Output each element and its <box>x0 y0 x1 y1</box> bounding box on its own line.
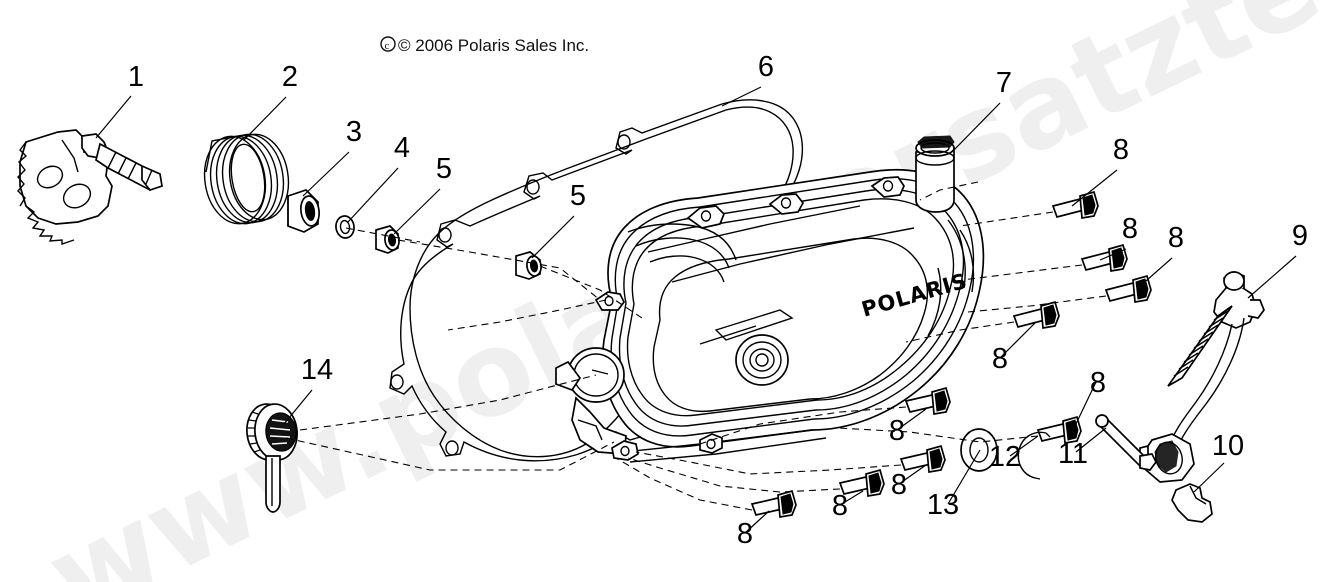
callout-8h: 8 <box>832 490 848 522</box>
copyright-notice: c © 2006 Polaris Sales Inc. <box>380 36 589 55</box>
callout-12: 12 <box>989 441 1021 473</box>
assembly-guidelines <box>285 181 1107 511</box>
part-7-breather-tube <box>915 135 955 213</box>
callout-8c: 8 <box>1168 222 1184 254</box>
part-11-pivot-pin <box>1095 414 1157 471</box>
clutch-cover-body: POLARIS <box>555 169 985 463</box>
bolt <box>838 468 885 497</box>
bolt <box>1104 274 1152 303</box>
callout-10: 10 <box>1212 430 1244 462</box>
callout-layer: 1 2 3 4 5 5 6 7 8 8 8 8 8 8 8 8 8 9 10 1… <box>95 51 1308 550</box>
bolt <box>899 444 946 473</box>
part-1-kickstarter-shaft <box>17 129 163 245</box>
bolt <box>904 386 951 415</box>
callout-14: 14 <box>301 354 333 386</box>
part-5-dowel-pin-a <box>375 225 400 254</box>
part-4-washer <box>335 215 355 239</box>
callout-8e: 8 <box>1090 367 1106 399</box>
bolt <box>1080 243 1128 272</box>
callout-5b: 5 <box>570 180 586 212</box>
callout-4: 4 <box>394 132 410 164</box>
part-2-return-spring <box>203 133 290 225</box>
callout-8i: 8 <box>737 518 753 550</box>
part-14-idler-gear <box>246 403 298 513</box>
svg-text:c: c <box>385 40 390 52</box>
callout-8d: 8 <box>992 343 1008 375</box>
callout-8f: 8 <box>889 415 905 447</box>
callout-11: 11 <box>1058 438 1088 470</box>
part-5-dowel-pin-b <box>515 251 542 280</box>
bolt <box>1051 190 1099 219</box>
callout-8g: 8 <box>891 469 907 501</box>
copyright-text: © 2006 Polaris Sales Inc. <box>398 36 589 55</box>
part-8-flange-bolts <box>750 190 1152 518</box>
callout-1: 1 <box>128 61 144 93</box>
part-13-flat-washer <box>960 428 998 472</box>
part-3-bushing <box>287 189 321 233</box>
callout-2: 2 <box>282 61 298 93</box>
bolt <box>750 489 797 518</box>
callout-9: 9 <box>1292 220 1308 252</box>
callout-5a: 5 <box>436 153 452 185</box>
callout-8a: 8 <box>1113 134 1129 166</box>
callout-8b: 8 <box>1122 213 1138 245</box>
callout-6: 6 <box>758 51 774 83</box>
callout-3: 3 <box>346 116 362 148</box>
part-10-pedal-pad <box>1171 483 1213 523</box>
callout-13: 13 <box>927 489 959 521</box>
callout-7: 7 <box>996 67 1012 99</box>
